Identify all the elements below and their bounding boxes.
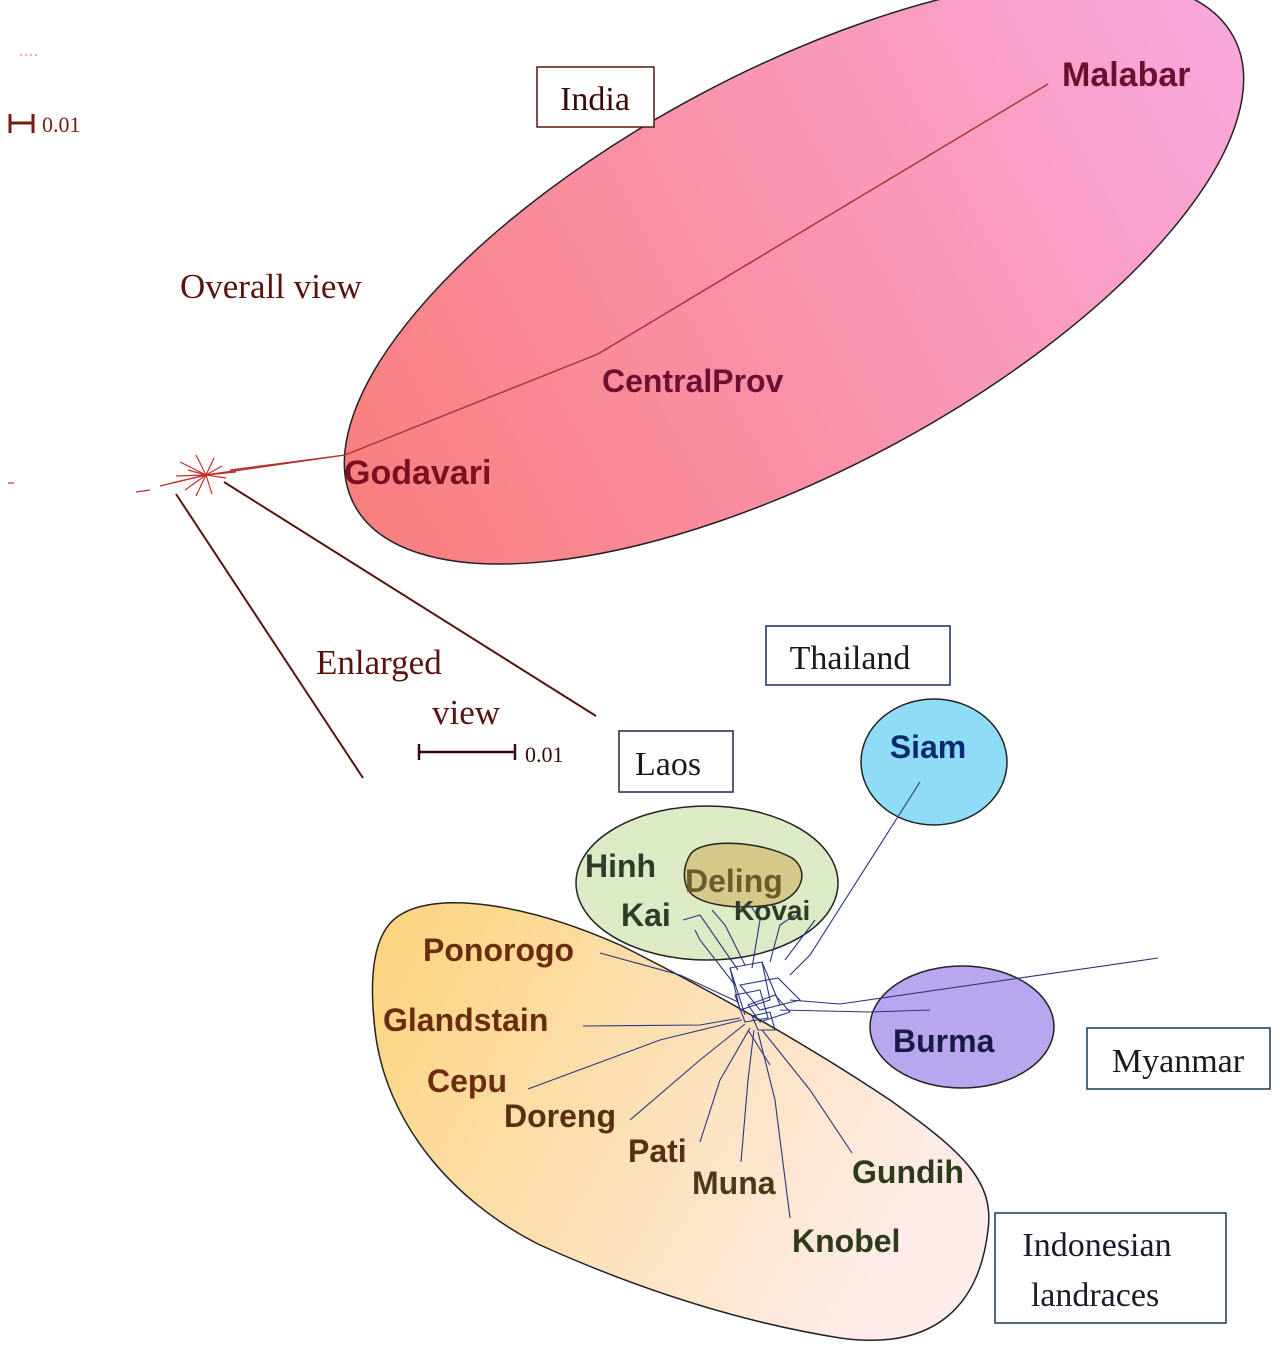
- enlarged-scale-label: 0.01: [525, 742, 564, 767]
- taxon-doreng: Doreng: [504, 1098, 616, 1134]
- taxon-deling: Deling: [685, 863, 783, 899]
- myanmar-label-box: Myanmar: [1086, 1027, 1271, 1090]
- deling-cluster: [683, 842, 803, 908]
- indonesia-cluster: [371, 902, 990, 1341]
- taxon-siam: Siam: [890, 729, 966, 765]
- siam-cluster: [860, 698, 1008, 826]
- taxon-kai: Kai: [621, 897, 671, 933]
- overall-scale-label: 0.01: [42, 112, 81, 137]
- thailand-label: Thailand: [790, 640, 911, 677]
- overall-scale-bar: 0.01: [8, 112, 81, 137]
- laos-label: Laos: [635, 746, 701, 783]
- overall-tree-branches: [205, 83, 1049, 476]
- enlarged-view-label-line2: view: [432, 693, 501, 732]
- indonesia-label-line2: landraces: [1031, 1277, 1159, 1314]
- taxon-centralprov: CentralProv: [602, 363, 784, 399]
- taxon-hinh: Hinh: [585, 848, 656, 884]
- indonesia-label-box: Indonesian landraces: [994, 1212, 1227, 1324]
- taxon-gundih: Gundih: [852, 1154, 964, 1190]
- myanmar-label: Myanmar: [1112, 1043, 1245, 1080]
- taxon-godavari: Godavari: [344, 454, 491, 492]
- enlarged-tree-branches: [527, 781, 1159, 1219]
- india-cluster: [343, 0, 1245, 565]
- zoom-lines: [175, 481, 597, 779]
- taxon-malabar: Malabar: [1062, 56, 1191, 94]
- taxon-knobel: Knobel: [792, 1223, 900, 1259]
- enlarged-view-label-line1: Enlarged: [316, 643, 442, 682]
- overall-view-label: Overall view: [180, 267, 362, 306]
- india-label-box: India: [536, 66, 655, 128]
- taxon-burma: Burma: [893, 1023, 995, 1059]
- taxon-ponorogo: Ponorogo: [423, 932, 574, 968]
- taxon-cepu: Cepu: [427, 1063, 507, 1099]
- burma-cluster: [869, 965, 1055, 1089]
- taxon-pati: Pati: [628, 1133, 687, 1169]
- taxon-kovai: Kovai: [734, 895, 810, 926]
- thailand-label-box: Thailand: [765, 625, 951, 686]
- india-label: India: [560, 81, 630, 118]
- enlarged-scale-bar: 0.01: [417, 742, 564, 767]
- taxon-glandstain: Glandstain: [383, 1002, 548, 1038]
- laos-label-box: Laos: [618, 730, 734, 793]
- taxon-muna: Muna: [692, 1165, 776, 1201]
- indonesia-label-line1: Indonesian: [1022, 1227, 1171, 1264]
- overall-network-center: [8, 454, 237, 497]
